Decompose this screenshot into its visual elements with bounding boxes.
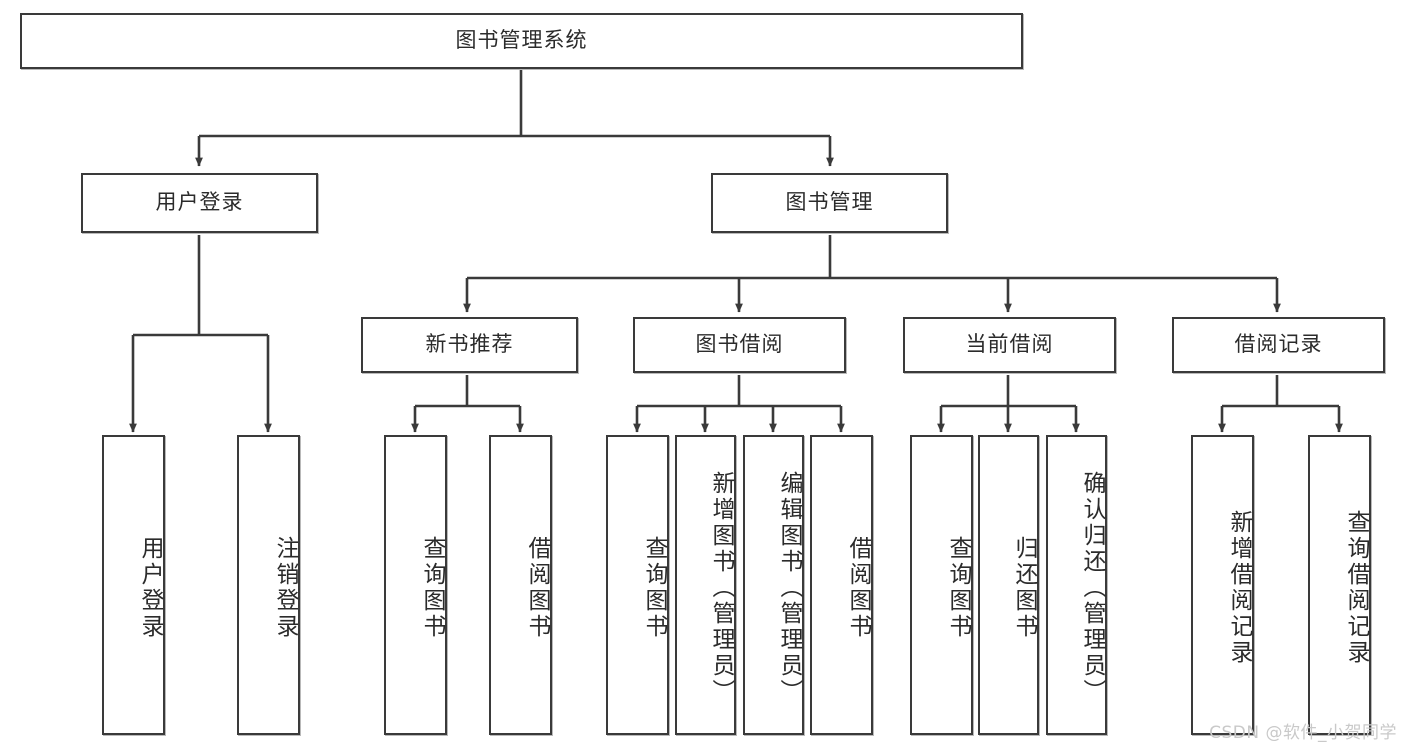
node-root-system[interactable]: 图书管理系统: [20, 13, 1023, 69]
leaf-current-borrow-confirm-return[interactable]: 确认归还（管理员）: [1046, 435, 1107, 735]
leaf-current-borrow-return[interactable]: 归还图书: [978, 435, 1039, 735]
node-book-borrow[interactable]: 图书借阅: [633, 317, 846, 373]
csdn-watermark: CSDN @软件_小贺同学: [1209, 723, 1397, 743]
leaf-book-borrow-borrow[interactable]: 借阅图书: [810, 435, 873, 735]
leaf-book-borrow-edit[interactable]: 编辑图书（管理员）: [743, 435, 804, 735]
leaf-book-borrow-query[interactable]: 查询图书: [606, 435, 669, 735]
leaf-user-login-login[interactable]: 用户登录: [102, 435, 165, 735]
node-current-borrow[interactable]: 当前借阅: [903, 317, 1116, 373]
leaf-borrow-record-add[interactable]: 新增借阅记录: [1191, 435, 1254, 735]
node-user-login[interactable]: 用户登录: [81, 173, 318, 233]
leaf-current-borrow-query[interactable]: 查询图书: [910, 435, 973, 735]
leaf-new-book-query[interactable]: 查询图书: [384, 435, 447, 735]
leaf-borrow-record-query[interactable]: 查询借阅记录: [1308, 435, 1371, 735]
node-borrow-record[interactable]: 借阅记录: [1172, 317, 1385, 373]
leaf-book-borrow-add[interactable]: 新增图书（管理员）: [675, 435, 736, 735]
leaf-new-book-borrow[interactable]: 借阅图书: [489, 435, 552, 735]
node-book-management[interactable]: 图书管理: [711, 173, 948, 233]
leaf-user-login-logout[interactable]: 注销登录: [237, 435, 300, 735]
node-new-book-recommend[interactable]: 新书推荐: [361, 317, 578, 373]
